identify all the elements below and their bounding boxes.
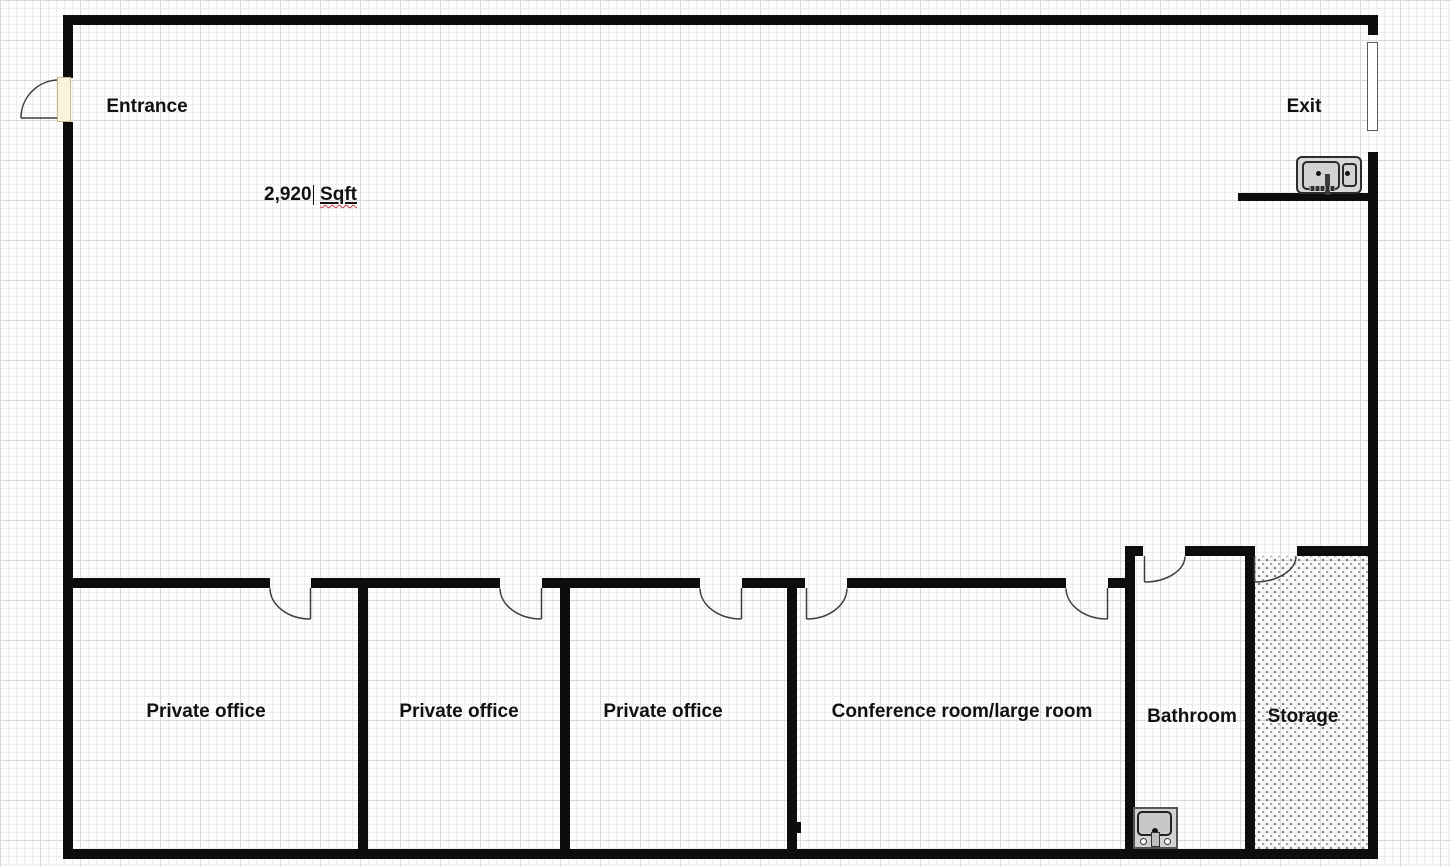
wall-notch (795, 822, 801, 833)
sink-controls (1309, 186, 1335, 191)
exit-door-leaf[interactable] (1367, 42, 1378, 131)
wall-conference-bathroom (1125, 546, 1135, 859)
office2-door[interactable] (499, 588, 543, 620)
wall-storage-top-seg (1297, 546, 1378, 556)
toilet-foot-left (1140, 838, 1147, 845)
area-unit: Sqft (320, 184, 357, 205)
wall-left-upper (63, 15, 73, 78)
entrance-label[interactable]: Entrance (106, 96, 188, 117)
wall-left-lower (63, 122, 73, 859)
sink-drain-left (1316, 171, 1321, 176)
double-sink-icon[interactable] (1296, 156, 1362, 196)
door-swing-arc (806, 588, 848, 620)
door-swing-arc (499, 588, 542, 620)
door-swing-arc (269, 588, 311, 620)
wall-offices-top-seg4 (742, 578, 805, 588)
storage-floor-pattern (1255, 556, 1368, 849)
toilet-icon[interactable] (1133, 807, 1178, 849)
room-label-private-office-1[interactable]: Private office (146, 701, 266, 722)
office1-door[interactable] (269, 588, 312, 620)
conference-door-right[interactable] (1065, 588, 1109, 620)
conference-door-left[interactable] (805, 588, 848, 620)
text-cursor (312, 185, 315, 205)
toilet-stem (1151, 832, 1160, 847)
wall-top (63, 15, 1378, 25)
wall-offices-top-seg5 (847, 578, 1066, 588)
sink-faucet (1325, 174, 1330, 195)
wall-office2-office3 (560, 578, 570, 859)
room-label-bathroom[interactable]: Bathroom (1147, 706, 1237, 727)
wall-offices-top-seg6 (1108, 578, 1125, 588)
entrance-door-swing[interactable] (20, 79, 60, 119)
area-label[interactable]: 2,920 Sqft (264, 184, 357, 206)
wall-bottom (63, 849, 1378, 859)
door-swing-arc (1144, 556, 1186, 583)
room-label-private-office-3[interactable]: Private office (603, 701, 723, 722)
wall-bathroom-storage (1245, 546, 1255, 859)
exit-label[interactable]: Exit (1286, 96, 1322, 117)
entrance-door-leaf[interactable] (57, 77, 71, 122)
wall-office1-office2 (358, 578, 368, 859)
office3-door[interactable] (699, 588, 743, 620)
toilet-foot-right (1164, 838, 1171, 845)
door-swing-arc (1065, 588, 1108, 620)
wall-office3-conference (787, 578, 797, 859)
room-label-storage[interactable]: Storage (1267, 706, 1339, 727)
wall-right-upper (1368, 15, 1378, 35)
wall-offices-top-seg3 (542, 578, 700, 588)
room-label-private-office-2[interactable]: Private office (399, 701, 519, 722)
wall-offices-top-seg1 (63, 578, 270, 588)
sink-drain-right (1345, 171, 1350, 176)
door-swing-arc (20, 79, 60, 119)
area-value: 2,920 (264, 184, 312, 205)
wall-offices-top-seg2 (311, 578, 500, 588)
toilet-drain (1152, 828, 1158, 834)
wall-right-lower (1368, 152, 1378, 859)
area-unit-underline: Sqft (320, 184, 357, 205)
door-swing-arc (699, 588, 742, 620)
room-label-conference-room[interactable]: Conference room/large room (831, 701, 1093, 722)
bathroom-door[interactable] (1143, 556, 1186, 583)
wall-sink-ledge (1238, 193, 1378, 201)
wall-bathroom-top-seg2 (1185, 546, 1253, 556)
